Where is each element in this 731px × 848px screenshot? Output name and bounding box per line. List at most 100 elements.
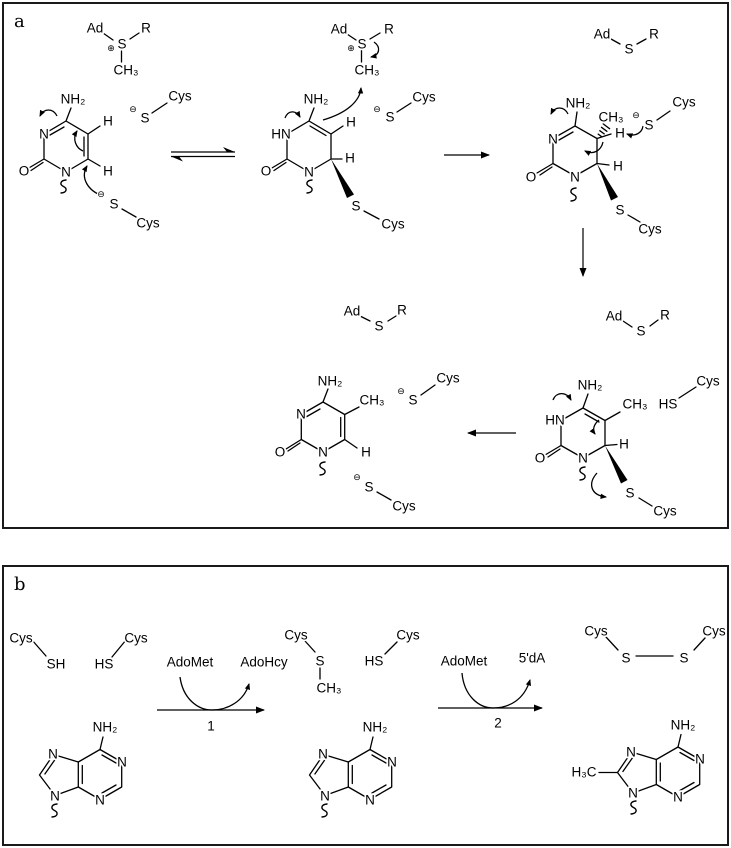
a1-c5-h-label: H bbox=[103, 114, 113, 129]
cofactor-curve-step1 bbox=[179, 676, 251, 711]
a4-curved-arrow-n3 bbox=[552, 392, 572, 401]
a4-nh2-label: NH₂ bbox=[578, 378, 603, 393]
a3-c6-h-label: H bbox=[613, 159, 623, 174]
b-ade2-n1-label: N bbox=[387, 755, 397, 770]
panel-b-border bbox=[2, 565, 729, 846]
a2-c6-h-label: H bbox=[345, 151, 355, 166]
b-ade3-n1-label: N bbox=[695, 752, 705, 767]
a4-curved-arrow-leaving-group bbox=[591, 472, 607, 499]
a4-covalent-cys-label: Cys bbox=[653, 504, 676, 519]
a3-nh2-label: NH₂ bbox=[566, 96, 591, 111]
b-ade2-n9-label: N bbox=[320, 789, 330, 804]
b-disulfide-s2-label: S bbox=[679, 651, 688, 666]
a3-curved-arrow-ring bbox=[584, 141, 604, 156]
b-smethyl-s-label: S bbox=[315, 654, 324, 669]
a5-ring-n1-label: N bbox=[318, 445, 328, 460]
a1-c6-h-label: H bbox=[103, 164, 113, 179]
a2-carbonyl-o-label: O bbox=[261, 164, 272, 179]
a2-curved-arrow-methyl-attack bbox=[322, 87, 364, 121]
a2-adomet-plus-charge: ⊕ bbox=[347, 44, 355, 54]
a1-curved-arrow-n3 bbox=[39, 109, 58, 117]
a1-thiolate2-cys-label: Cys bbox=[136, 216, 159, 231]
a5-thiolate2-minus-charge: ⊖ bbox=[353, 473, 361, 483]
a2-nh2-label: NH₂ bbox=[304, 92, 329, 107]
a1-curved-arrow-ring bbox=[71, 130, 84, 152]
a4-dna-squiggle bbox=[579, 466, 586, 481]
molecule-a3-methylated-adduct bbox=[536, 38, 671, 277]
b-adomet2-label: AdoMet bbox=[441, 654, 488, 669]
b-ade3-dna-squiggle bbox=[630, 800, 637, 815]
a1-thiolate2-minus-charge: ⊖ bbox=[97, 190, 105, 200]
b-step1-label: 1 bbox=[207, 719, 215, 734]
b-ade3-n9-label: N bbox=[628, 786, 638, 801]
a1-adomet-plus-charge: ⊕ bbox=[107, 44, 115, 54]
a3-hash-wedge-ch3 bbox=[597, 123, 611, 138]
a4-covalent-s-label: S bbox=[625, 486, 634, 501]
cofactor-curve-step2 bbox=[461, 672, 532, 709]
a5-thiolate1-cys-label: Cys bbox=[436, 371, 459, 386]
a5-carbonyl-o-label: O bbox=[275, 445, 286, 460]
a5-c6-h-label: H bbox=[361, 445, 371, 460]
a5-nh2-label: NH₂ bbox=[318, 374, 343, 389]
b-ade1-n7-label: N bbox=[48, 747, 58, 762]
a4-ring-hn-label: HN bbox=[545, 413, 565, 428]
a1-thiolate2-s-label: S bbox=[109, 197, 118, 212]
a1-nh2-label: NH₂ bbox=[61, 92, 86, 107]
a2-dna-squiggle bbox=[306, 179, 313, 194]
a5-thiolate2-cys-label: Cys bbox=[392, 499, 415, 514]
a5-adohcy-s-label: S bbox=[374, 319, 383, 334]
b-5da-label: 5'dA bbox=[519, 651, 546, 666]
b-hs2-label: HS bbox=[95, 657, 114, 672]
a5-thiolate2-s-label: S bbox=[364, 480, 373, 495]
molecule-a4-elimination-intermediate bbox=[467, 319, 697, 507]
b-ade1-nh2-label: NH₂ bbox=[93, 720, 118, 735]
a4-ring-n1-label: N bbox=[578, 451, 588, 466]
b-adenine3-skeleton bbox=[598, 733, 701, 798]
a1-bond-skeleton bbox=[27, 32, 168, 218]
a2-adomet-s-label: S bbox=[357, 37, 366, 52]
a2-covalent-s-label: S bbox=[351, 199, 360, 214]
a2-adomet-r-label: R bbox=[384, 22, 394, 37]
a5-ring-n3-label: N bbox=[296, 407, 306, 422]
panel-b-letter: b bbox=[14, 574, 26, 595]
a4-thiol-cys-label: Cys bbox=[696, 374, 719, 389]
a1-ring-n1-label: N bbox=[61, 165, 71, 180]
b-ade3-n3-label: N bbox=[673, 790, 683, 805]
a1-thiolate1-s-label: S bbox=[140, 111, 149, 126]
a4-adohcy-r-label: R bbox=[660, 308, 670, 323]
b-disulfide-bonds bbox=[605, 636, 706, 657]
b-sh1-label: SH bbox=[47, 657, 66, 672]
a4-bond-skeleton bbox=[544, 319, 697, 507]
panel-a-letter: a bbox=[14, 11, 25, 32]
a1-carbonyl-o-label: O bbox=[19, 164, 30, 179]
a3-ch3-label: CH₃ bbox=[599, 110, 624, 125]
a1-ring-n3-label: N bbox=[39, 127, 49, 142]
a1-thiolate1-minus-charge: ⊖ bbox=[129, 105, 137, 115]
b-left-cysteine-bonds bbox=[31, 639, 127, 658]
a3-curved-arrow-deprotonation bbox=[626, 125, 644, 139]
b-middle-cysteine-bonds bbox=[304, 640, 398, 680]
a4-thiol-hs-label: HS bbox=[659, 397, 678, 412]
a2-adomet-ch3-label: CH₃ bbox=[355, 63, 380, 78]
a2-wedge-bond-s bbox=[331, 159, 354, 198]
b-ade1-n3-label: N bbox=[95, 793, 105, 808]
equilibrium-reverse-head bbox=[171, 156, 183, 162]
b-adohcy-label: AdoHcy bbox=[240, 655, 288, 670]
a3-adohcy-ad-label: Ad bbox=[594, 27, 611, 42]
a5-thiolate1-minus-charge: ⊖ bbox=[397, 387, 405, 397]
b-smethyl-ch3-label: CH₃ bbox=[317, 681, 342, 696]
b-ade2-nh2-label: NH₂ bbox=[363, 720, 388, 735]
b-cys6-label: Cys bbox=[702, 624, 725, 639]
a2-adomet-ad-label: Ad bbox=[331, 22, 348, 37]
b-cys3-label: Cys bbox=[284, 628, 307, 643]
a1-curved-arrow-thiolate-attack bbox=[81, 165, 104, 197]
a2-c5-h-label: H bbox=[346, 115, 356, 130]
a3-carbonyl-o-label: O bbox=[526, 170, 537, 185]
b-cys4-label: Cys bbox=[396, 628, 419, 643]
a4-ch3-label: CH₃ bbox=[623, 397, 648, 412]
b-ade3-nh2-label: NH₂ bbox=[671, 718, 696, 733]
b-ade2-dna-squiggle bbox=[321, 803, 328, 818]
a5-adohcy-r-label: R bbox=[397, 303, 407, 318]
b-step2-label: 2 bbox=[494, 716, 502, 731]
